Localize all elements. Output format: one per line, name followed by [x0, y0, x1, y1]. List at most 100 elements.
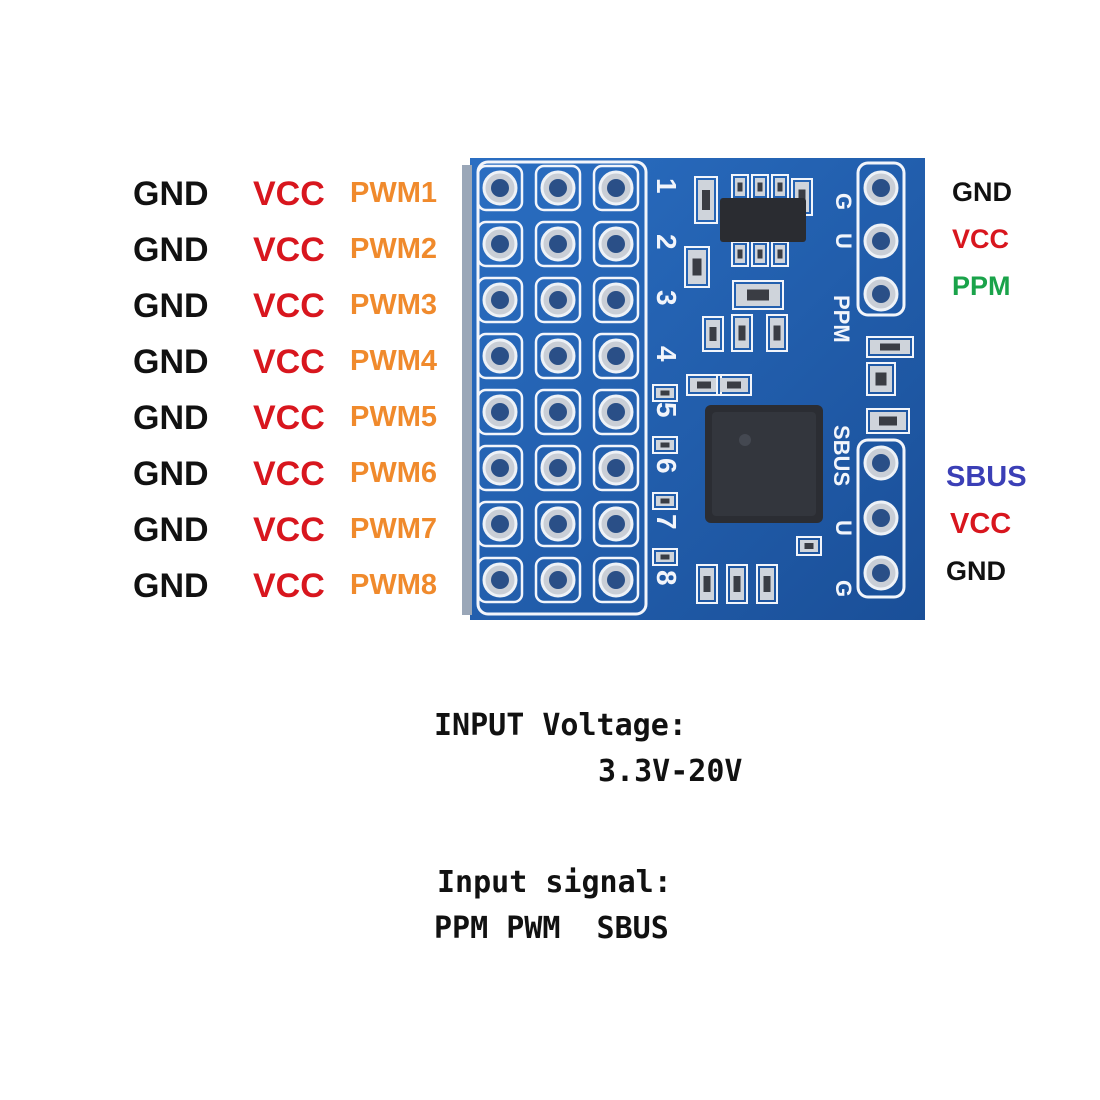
pin-hole — [863, 555, 899, 591]
channel-number: 4 — [651, 346, 682, 362]
smd-component — [696, 564, 718, 604]
left-label-gnd: GND — [133, 287, 209, 325]
right-pin-label-vcc-top: VCC — [952, 224, 1009, 254]
smd-component — [652, 548, 678, 566]
pin-hole — [476, 332, 524, 380]
smd-components — [652, 174, 914, 604]
smd-component — [716, 374, 752, 396]
channel-number: 5 — [651, 402, 682, 418]
left-label-vcc: VCC — [253, 343, 325, 381]
left-label-vcc: VCC — [253, 287, 325, 325]
signal-label: Input signal: — [437, 865, 672, 900]
left-label-gnd: GND — [133, 455, 209, 493]
left-label-pwm: PWM4 — [350, 345, 437, 377]
pin-hole — [476, 500, 524, 548]
pin-hole — [534, 220, 582, 268]
pin-hole — [476, 444, 524, 492]
left-label-pwm: PWM1 — [350, 177, 437, 209]
pin-hole — [476, 220, 524, 268]
pin-hole — [534, 500, 582, 548]
regulator-chip — [720, 198, 806, 242]
left-label-gnd: GND — [133, 231, 209, 269]
pin-hole — [592, 388, 640, 436]
pin-hole — [592, 332, 640, 380]
left-label-vcc: VCC — [253, 175, 325, 213]
pin-hole — [476, 276, 524, 324]
right-pin-label-vcc-bottom: VCC — [950, 508, 1011, 540]
voltage-value: 3.3V-20V — [598, 754, 743, 789]
smd-component — [732, 280, 784, 310]
channel-number: 6 — [651, 458, 682, 474]
channel-number: 8 — [651, 570, 682, 586]
silk-g-top: G — [831, 193, 856, 210]
signal-value: PPM PWM SBUS — [434, 911, 669, 946]
channel-number: 2 — [651, 234, 682, 250]
right-pin-label-ppm: PPM — [952, 271, 1011, 301]
pin-hole — [863, 223, 899, 259]
left-label-pwm: PWM6 — [350, 457, 437, 489]
pin-hole — [863, 445, 899, 481]
pin-hole — [534, 388, 582, 436]
channel-number: 7 — [651, 514, 682, 530]
left-label-gnd: GND — [133, 511, 209, 549]
silk-sbus: SBUS — [829, 425, 854, 486]
left-label-vcc: VCC — [253, 567, 325, 605]
silk-g-bottom: G — [831, 580, 856, 597]
pin-hole — [863, 276, 899, 312]
left-header-outline — [476, 160, 648, 616]
right-header-bottom-outline — [856, 438, 906, 599]
right-header-top-outline — [856, 161, 906, 317]
left-label-pwm: PWM8 — [350, 569, 437, 601]
left-label-pwm: PWM3 — [350, 289, 437, 321]
left-label-gnd: GND — [133, 567, 209, 605]
smd-component — [694, 176, 718, 224]
pin-hole — [534, 332, 582, 380]
right-bottom-labels: SBUS VCC GND — [946, 461, 1027, 586]
pin-hole — [863, 500, 899, 536]
voltage-label: INPUT Voltage: — [434, 708, 687, 743]
right-pin-label-gnd-top: GND — [952, 177, 1012, 207]
board-edge — [462, 165, 472, 615]
pin-hole — [534, 164, 582, 212]
channel-number: 1 — [651, 178, 682, 194]
silk-u-top: U — [831, 233, 856, 249]
pin-hole — [476, 164, 524, 212]
pin-hole — [592, 220, 640, 268]
left-label-gnd: GND — [133, 399, 209, 437]
silk-ppm: PPM — [829, 295, 854, 343]
pin-hole — [592, 276, 640, 324]
pin-hole — [476, 556, 524, 604]
right-pin-label-sbus: SBUS — [946, 461, 1027, 493]
pin-hole — [534, 444, 582, 492]
pin-hole — [592, 556, 640, 604]
silk-u-bottom: U — [831, 520, 856, 536]
right-pin-label-gnd-bottom: GND — [946, 556, 1006, 586]
left-pin-header — [476, 160, 648, 616]
smd-component — [652, 436, 678, 454]
smd-component — [866, 408, 910, 434]
left-label-gnd: GND — [133, 343, 209, 381]
left-label-pwm: PWM2 — [350, 233, 437, 265]
smd-component — [684, 246, 710, 288]
smd-component — [726, 564, 748, 604]
smd-component — [756, 564, 778, 604]
pin-hole — [534, 276, 582, 324]
pin-hole — [476, 388, 524, 436]
left-label-gnd: GND — [133, 175, 209, 213]
left-label-vcc: VCC — [253, 455, 325, 493]
left-label-vcc: VCC — [253, 511, 325, 549]
smd-component — [866, 362, 896, 396]
left-label-pwm: PWM7 — [350, 513, 437, 545]
left-label-vcc: VCC — [253, 231, 325, 269]
smd-component — [652, 384, 678, 402]
smd-component — [866, 336, 914, 358]
smd-component — [652, 492, 678, 510]
mcu-chip — [705, 405, 823, 523]
smd-component — [796, 536, 822, 556]
right-top-labels: GND VCC PPM — [952, 177, 1012, 301]
smd-component — [702, 316, 724, 352]
